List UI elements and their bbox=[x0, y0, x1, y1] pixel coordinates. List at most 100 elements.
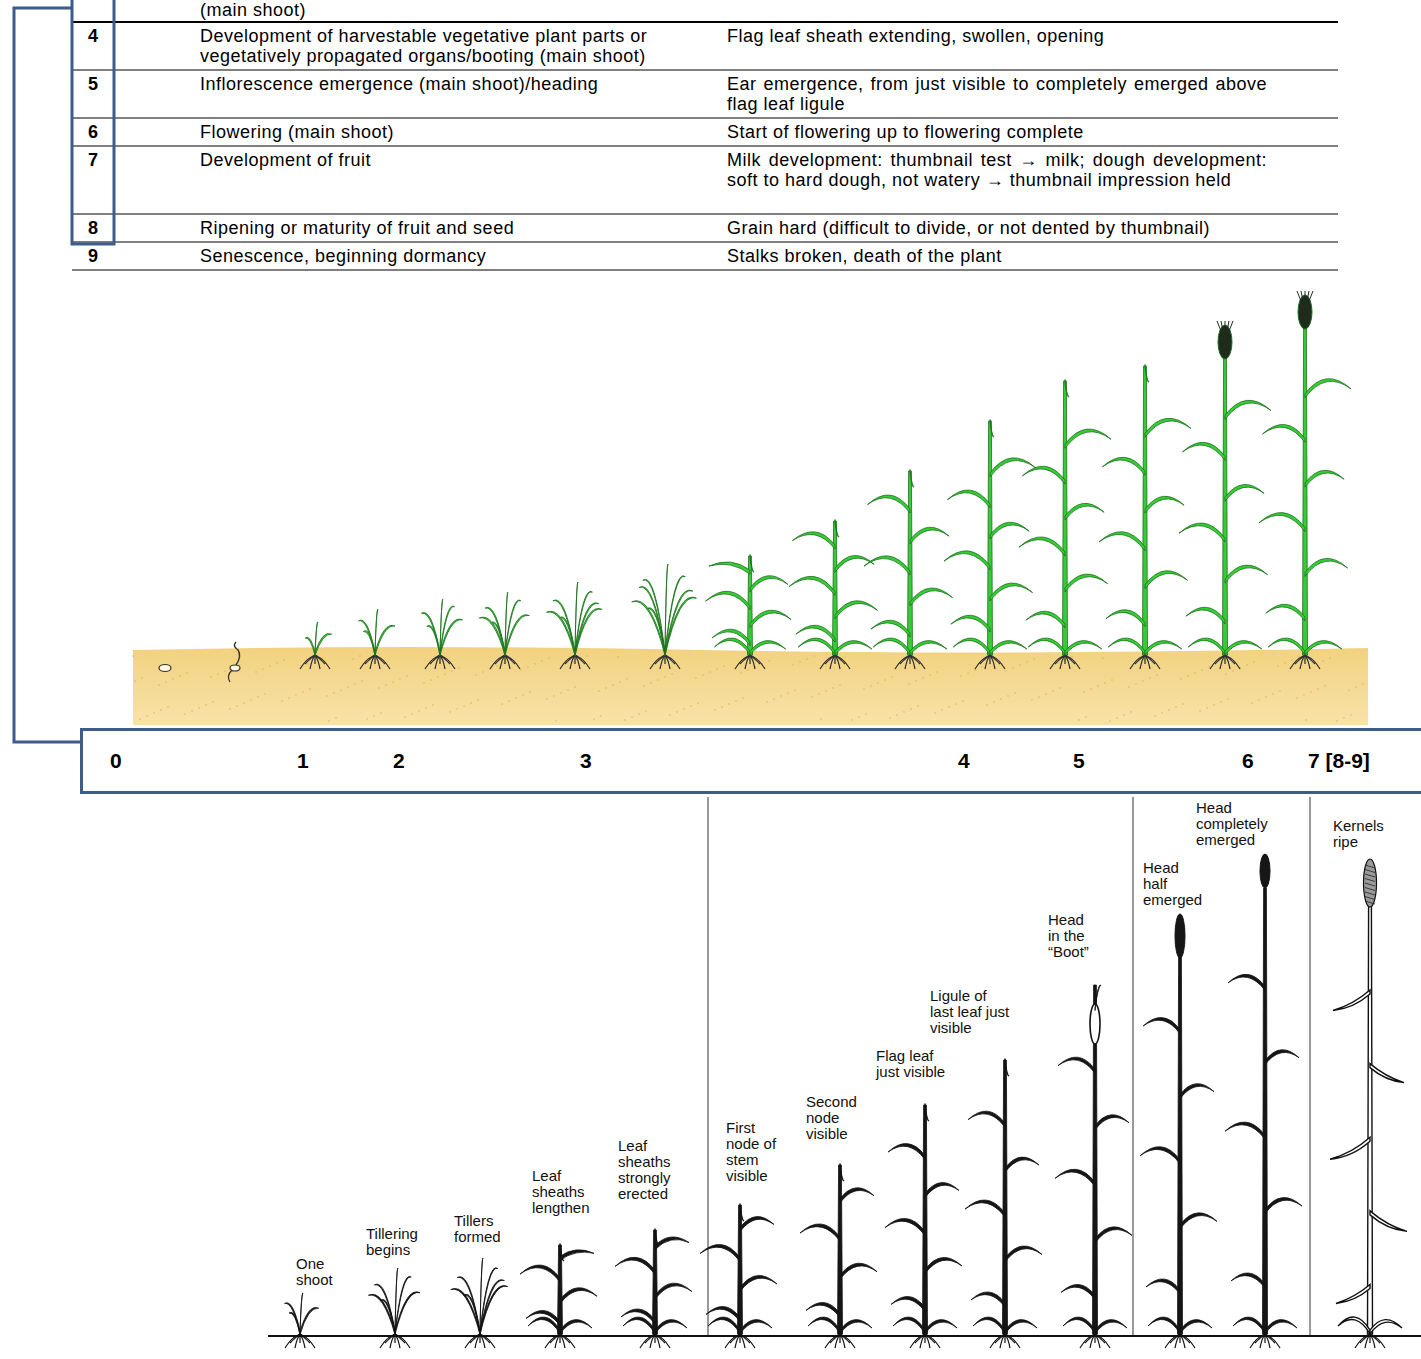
soil-grain bbox=[411, 713, 413, 715]
soil-grain bbox=[1128, 686, 1130, 688]
stage-number: 0 bbox=[110, 749, 122, 773]
soil-grain bbox=[354, 683, 356, 685]
table-rule bbox=[72, 269, 1338, 270]
root bbox=[1300, 655, 1305, 669]
root bbox=[905, 655, 910, 669]
root bbox=[435, 655, 440, 669]
leaf bbox=[480, 1258, 483, 1335]
soil-grain bbox=[567, 689, 569, 691]
root bbox=[910, 655, 925, 669]
soil-grain bbox=[335, 717, 337, 719]
soil-grain bbox=[1012, 667, 1014, 669]
soil-grain bbox=[806, 658, 808, 660]
soil-grain bbox=[1194, 672, 1196, 674]
soil-grain bbox=[600, 715, 602, 717]
stage-code: 6 bbox=[72, 122, 114, 142]
root bbox=[425, 655, 440, 669]
soil-grain bbox=[1348, 689, 1350, 691]
soil-grain bbox=[1265, 696, 1267, 698]
soil-grain bbox=[553, 695, 555, 697]
leaf bbox=[1180, 1320, 1212, 1334]
leaf bbox=[1005, 1246, 1042, 1262]
root bbox=[920, 1334, 925, 1348]
growth-stage-label: Flag leaf just visible bbox=[876, 1048, 960, 1080]
soil-grain bbox=[1329, 657, 1331, 659]
leaf bbox=[1180, 1213, 1217, 1229]
soil-grain bbox=[392, 681, 394, 683]
leaf bbox=[910, 641, 947, 655]
stage-description: Ripening or maturity of fruit and seed bbox=[200, 218, 720, 238]
soil-grain bbox=[1305, 719, 1307, 721]
soil-grain bbox=[669, 714, 671, 716]
root bbox=[385, 1334, 395, 1343]
growth-stage-label: One shoot bbox=[296, 1256, 348, 1288]
soil-grain bbox=[903, 711, 905, 713]
root bbox=[315, 655, 330, 669]
soil-grain bbox=[1019, 664, 1021, 666]
soil-grain bbox=[250, 699, 252, 701]
root bbox=[1130, 655, 1145, 669]
color-plant bbox=[789, 520, 878, 670]
leaf bbox=[464, 1294, 480, 1334]
soil-grain bbox=[451, 670, 453, 672]
leaf bbox=[1145, 641, 1182, 655]
leaf bbox=[871, 620, 910, 637]
leaf bbox=[1259, 513, 1305, 532]
leaf bbox=[643, 579, 665, 655]
soil-grain bbox=[217, 673, 219, 675]
root bbox=[1060, 655, 1065, 669]
leaf bbox=[1095, 985, 1101, 1011]
leaf bbox=[655, 1229, 659, 1247]
root bbox=[505, 655, 520, 669]
leaf bbox=[835, 641, 872, 655]
soil-grain bbox=[1031, 699, 1033, 701]
leaf bbox=[560, 1244, 564, 1262]
root bbox=[370, 655, 375, 669]
root bbox=[1170, 1334, 1180, 1343]
soil-grain bbox=[158, 684, 160, 686]
soil-grain bbox=[1225, 673, 1227, 675]
radicle bbox=[228, 670, 232, 682]
kernel-mark bbox=[1365, 865, 1375, 868]
soil-grain bbox=[740, 672, 742, 674]
seed bbox=[159, 665, 171, 672]
stage-code: 7 bbox=[72, 150, 114, 170]
root bbox=[1080, 1334, 1095, 1348]
soil-grain bbox=[638, 713, 640, 715]
root bbox=[390, 1334, 395, 1348]
soil-grain bbox=[210, 676, 212, 678]
soil-grain bbox=[574, 686, 576, 688]
soil-grain bbox=[385, 684, 387, 686]
leaf bbox=[639, 586, 665, 655]
root bbox=[575, 655, 590, 669]
soil-grain bbox=[328, 720, 330, 722]
soil-grain bbox=[586, 655, 588, 657]
leaf bbox=[1180, 1084, 1214, 1099]
growth-stage-label: Head completely emerged bbox=[1196, 800, 1280, 848]
soil-grain bbox=[974, 669, 976, 671]
leaf bbox=[457, 1277, 480, 1335]
soil-grain bbox=[863, 688, 865, 690]
leaf bbox=[480, 1268, 498, 1335]
root bbox=[1250, 1334, 1265, 1348]
line-plant bbox=[1330, 859, 1407, 1348]
leaf bbox=[665, 597, 696, 655]
leaf bbox=[806, 1302, 840, 1317]
soil-grain bbox=[361, 680, 363, 682]
table-rule bbox=[72, 241, 1338, 242]
awn bbox=[1307, 291, 1309, 301]
soil-grain bbox=[908, 683, 910, 685]
soil-grain bbox=[134, 680, 136, 682]
soil-grain bbox=[1232, 670, 1234, 672]
soil-grain bbox=[709, 671, 711, 673]
soil-grain bbox=[212, 701, 214, 703]
leaf bbox=[1268, 638, 1305, 655]
soil-grain bbox=[792, 664, 794, 666]
leaf bbox=[925, 1257, 962, 1273]
soil-grain bbox=[1296, 697, 1298, 699]
leaf bbox=[1022, 466, 1065, 484]
stem bbox=[908, 471, 913, 655]
soil-grain bbox=[333, 692, 335, 694]
line-plant bbox=[451, 1258, 508, 1348]
